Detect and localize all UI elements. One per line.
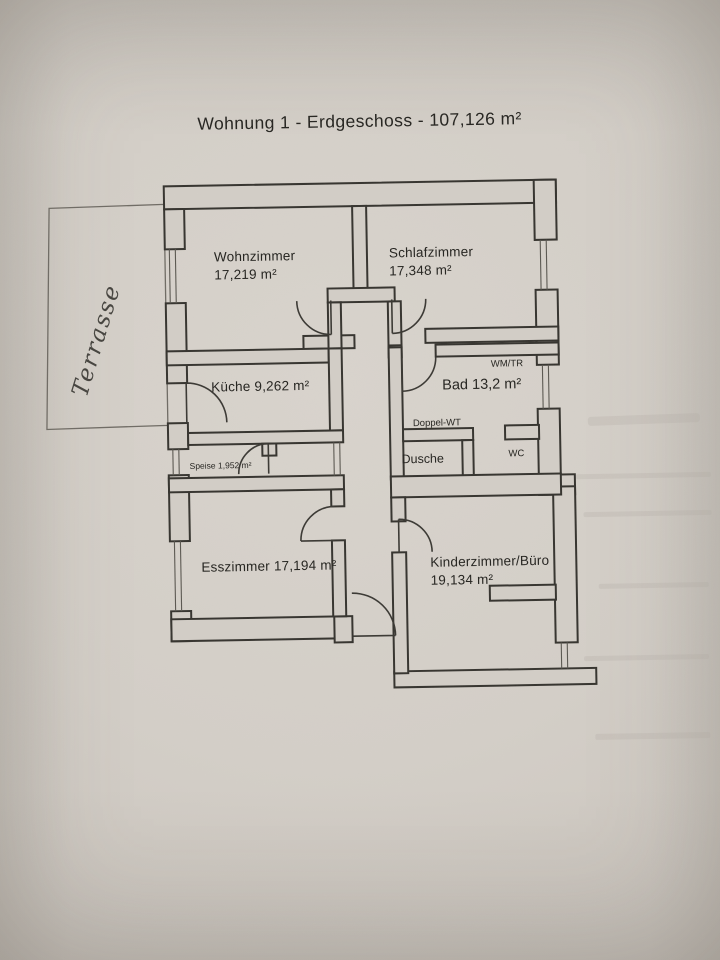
floorplan-drawing: Wohnung 1 - Erdgeschoss - 107,126 m² Ter… — [0, 0, 720, 960]
floorplan-photo: Wohnung 1 - Erdgeschoss - 107,126 m² Ter… — [0, 0, 720, 960]
paper-grain-overlay — [0, 0, 720, 960]
